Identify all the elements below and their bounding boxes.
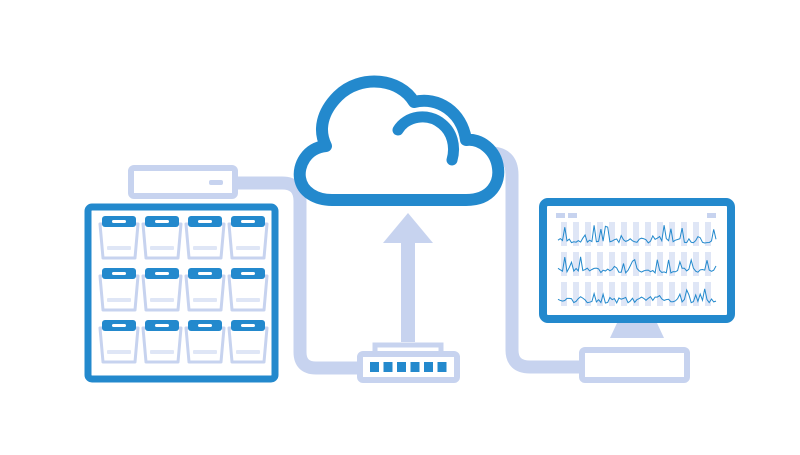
upload-arrow-icon [383, 213, 433, 342]
drive-bay-icon [98, 216, 140, 260]
pipe-rack-to-switch [230, 176, 367, 375]
switch-port [383, 362, 393, 372]
cloud-icon [293, 75, 505, 206]
drive-bay-icon [141, 268, 183, 312]
drive-bay-icon [141, 320, 183, 364]
monitor-base-icon [579, 347, 690, 383]
monitor-chart-row [557, 222, 717, 246]
window-dot [568, 213, 577, 218]
drive-bay-icon [98, 320, 140, 364]
sparkline [557, 225, 717, 244]
monitor-chart-row [557, 252, 717, 276]
sparkline [557, 256, 717, 274]
drive-bay-icon [184, 216, 226, 260]
monitor-chart-row [557, 282, 717, 306]
drive-bays [98, 216, 269, 364]
window-dot [556, 213, 565, 218]
window-dot [707, 213, 716, 218]
switch-ports [370, 362, 447, 372]
rack-unit-icon [128, 165, 238, 199]
monitor-icon [539, 198, 735, 338]
drive-bay-icon [141, 216, 183, 260]
switch-port [424, 362, 433, 372]
network-switch-icon [357, 342, 460, 383]
drive-bay-icon [184, 268, 226, 312]
switch-port [410, 362, 420, 372]
drive-bay-icon [227, 320, 269, 364]
monitor-charts [557, 222, 717, 306]
server-rack-icon [84, 203, 279, 383]
switch-port [370, 362, 379, 372]
drive-bay-icon [227, 268, 269, 312]
sparkline [557, 288, 717, 305]
monitor-stand [610, 323, 664, 338]
drive-bay-icon [98, 268, 140, 312]
switch-port [397, 362, 406, 372]
switch-port [437, 362, 447, 372]
drive-bay-icon [184, 320, 226, 364]
pipe-cloud-to-monitor [483, 146, 589, 374]
drive-bay-icon [227, 216, 269, 260]
